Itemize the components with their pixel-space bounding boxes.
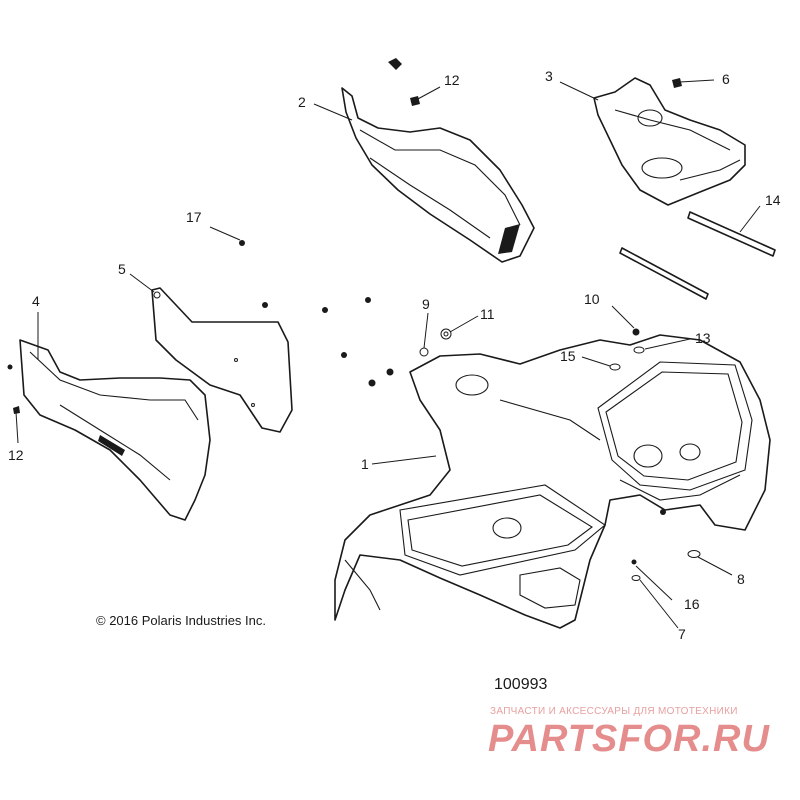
callout-7: 7	[678, 626, 686, 642]
callout-15: 15	[560, 348, 576, 364]
callout-labels: 1 2 3 4 5 6 7 8 9 10 11 12 12 13 14 15 1…	[8, 68, 781, 642]
part-2-front-panel	[341, 87, 535, 263]
callout-3: 3	[545, 68, 553, 84]
callout-6: 6	[722, 71, 730, 87]
callout-17: 17	[186, 209, 202, 225]
copyright-notice: © 2016 Polaris Industries Inc.	[96, 613, 266, 628]
watermark-logo: PARTSFOR.RU	[488, 718, 770, 760]
callout-5: 5	[118, 261, 126, 277]
diagram-id: 100993	[494, 676, 548, 693]
callout-8: 8	[737, 571, 745, 587]
callout-12-left: 12	[8, 447, 24, 463]
part-1-main-fender	[334, 334, 771, 629]
hardware-fasteners	[7, 58, 701, 581]
callout-1: 1	[361, 456, 369, 472]
watermark-tagline: ЗАПЧАСТИ И АКСЕССУАРЫ ДЛЯ МОТОТЕХНИКИ	[490, 706, 738, 717]
callout-16: 16	[684, 596, 700, 612]
callout-13: 13	[695, 330, 711, 346]
part-5-shield	[151, 287, 293, 433]
part-14-rods	[619, 211, 776, 300]
callout-10: 10	[584, 291, 600, 307]
callout-9: 9	[422, 296, 430, 312]
part-3-rear-bracket	[593, 77, 746, 206]
part-4-side-panel	[19, 339, 211, 521]
callout-2: 2	[298, 94, 306, 110]
callout-11: 11	[480, 306, 495, 322]
leader-lines	[15, 79, 761, 629]
callout-14: 14	[765, 192, 781, 208]
callout-4: 4	[32, 293, 40, 309]
callout-12-top: 12	[444, 72, 460, 88]
